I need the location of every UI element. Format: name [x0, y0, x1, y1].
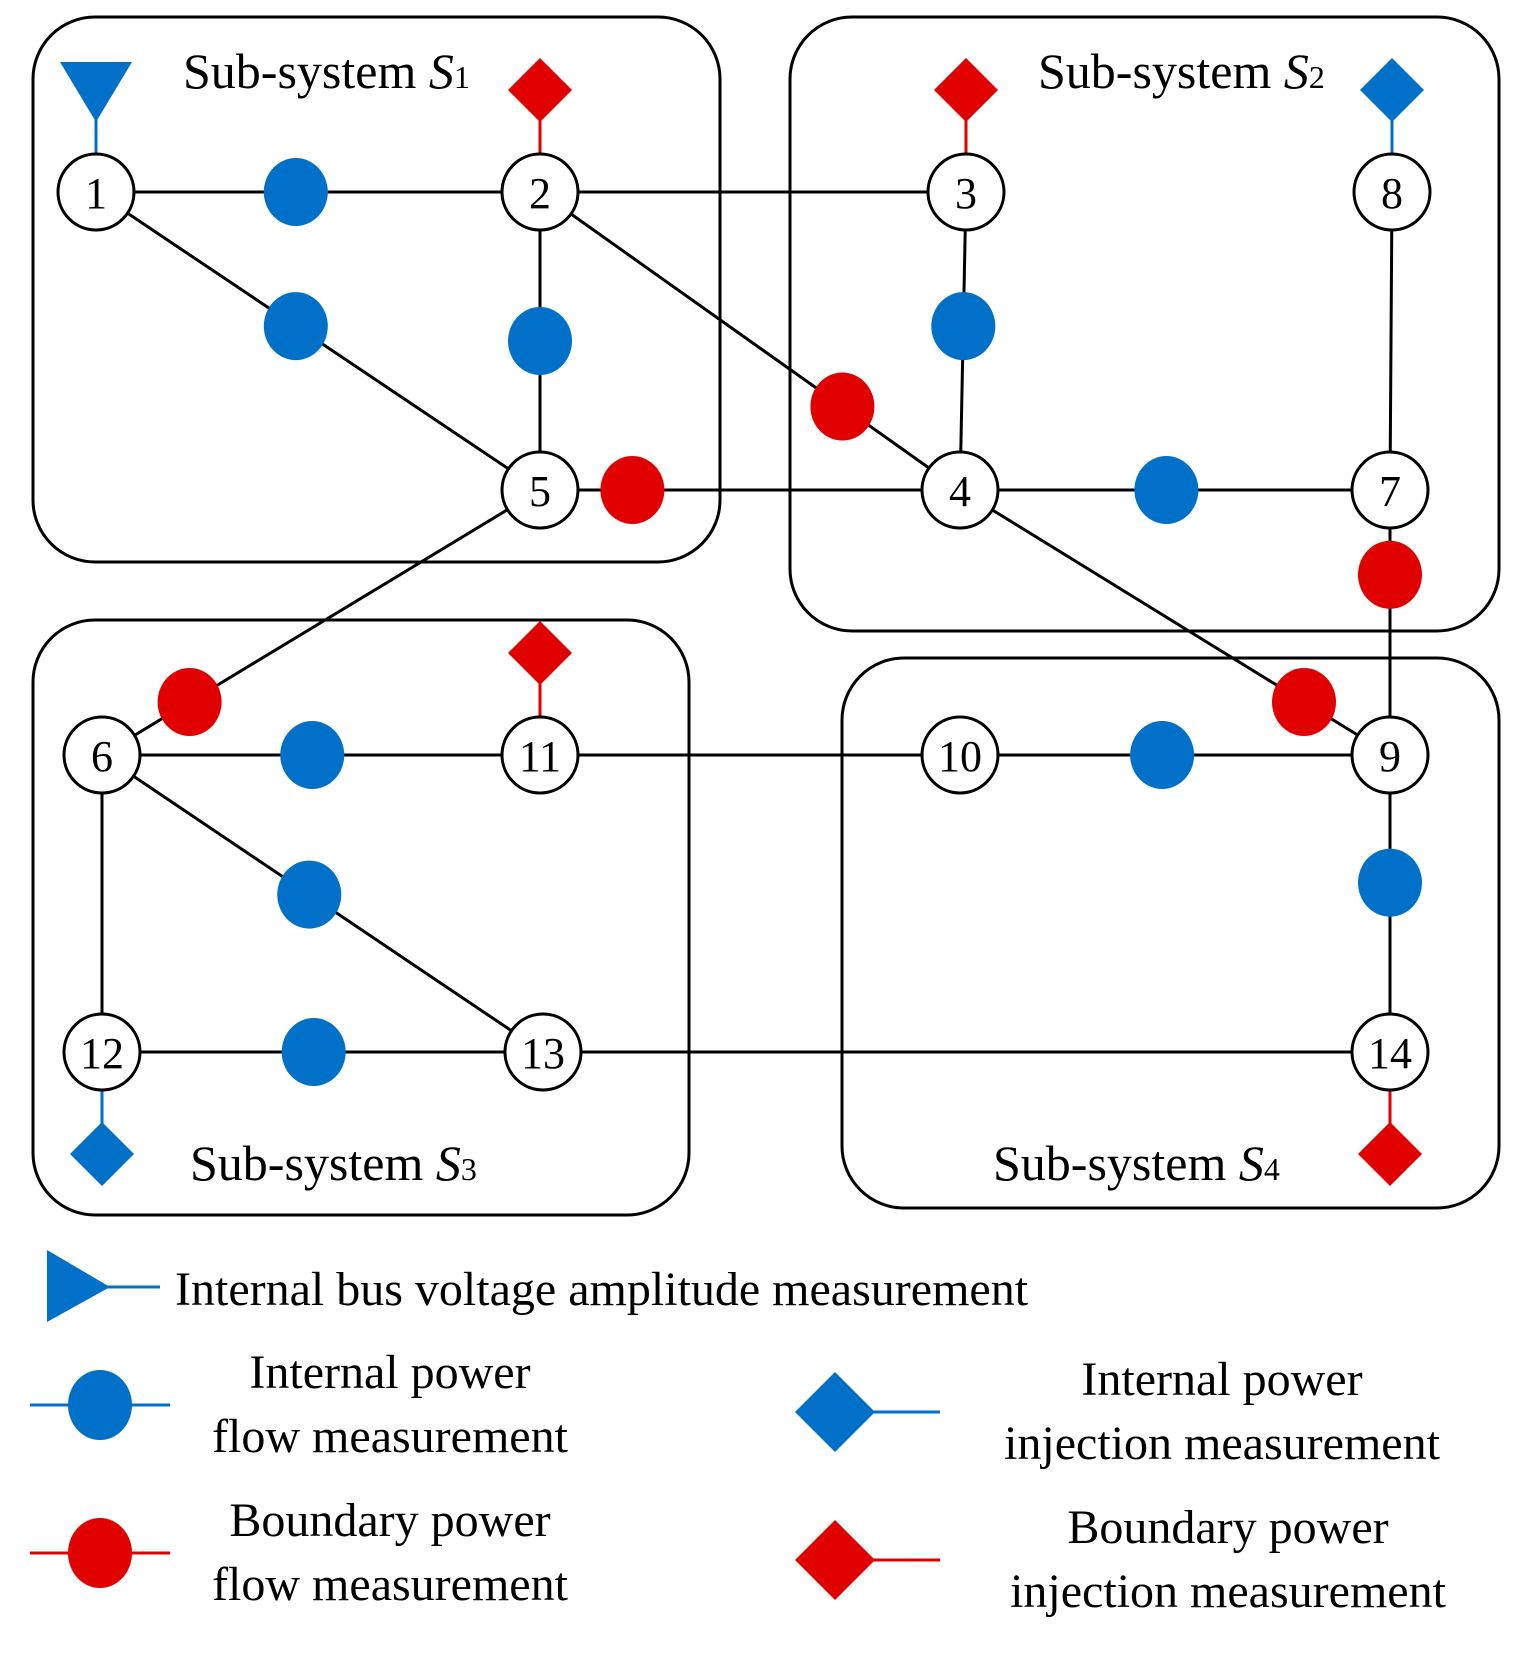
internal-flow-marker-9-14 [1358, 848, 1422, 917]
bus-circle-10 [920, 715, 1000, 795]
bus-10: 10 [920, 715, 1000, 795]
bus-label-13: 13 [521, 1029, 565, 1078]
bus-circle-8 [1352, 152, 1432, 232]
bus-circle-9 [1350, 715, 1430, 795]
subsystem-boxes [31, 15, 1501, 1217]
bus-3: 3 [926, 152, 1006, 232]
internal-flow-marker-1-5 [263, 292, 328, 361]
legend-boundary-flow-circle-icon [68, 1518, 132, 1588]
bus-9: 9 [1350, 715, 1430, 795]
subsystem-box-s4 [840, 656, 1501, 1210]
bus-circle-7 [1350, 450, 1430, 530]
subsystem-title-s3: Sub-system S3 [190, 1135, 477, 1191]
bus-label-7: 7 [1379, 467, 1401, 516]
bus-13: 13 [503, 1012, 583, 1092]
voltage-triangle-icon-1 [60, 62, 132, 122]
legend-boundary-injection-label-2: injection measurement [1010, 1565, 1447, 1618]
bus-circle-12 [62, 1012, 142, 1092]
bus-circle-4 [920, 450, 1000, 530]
bus-11: 11 [500, 715, 580, 795]
injection-markers [60, 58, 1424, 1186]
boundary-injection-diamond-icon-14 [1358, 1122, 1422, 1186]
internal-injection-diamond-icon-8 [1360, 58, 1424, 122]
subsystem-title-s4: Sub-system S4 [993, 1135, 1280, 1191]
bus-label-12: 12 [80, 1029, 124, 1078]
internal-injection-diamond-icon-12 [70, 1122, 134, 1186]
branch-8-7 [1388, 191, 1394, 491]
subsystem-box-s3 [31, 618, 691, 1217]
boundary-injection-diamond-icon-3 [934, 58, 998, 122]
boundary-flow-marker-7-9 [1358, 540, 1422, 609]
boundary-injection-diamond-icon-2 [508, 58, 572, 122]
legend-boundary-flow-label-1: Boundary power [229, 1494, 550, 1547]
legend-voltage-triangle-icon [47, 1250, 110, 1322]
internal-flow-marker-10-9 [1130, 721, 1195, 789]
subsystem-box-s1 [31, 15, 722, 564]
bus-label-8: 8 [1381, 169, 1403, 218]
legend-internal-injection-label-2: injection measurement [1004, 1417, 1441, 1470]
bus-circle-5 [500, 450, 580, 530]
bus-5: 5 [500, 450, 580, 530]
boundary-injection-diamond-icon-11 [508, 621, 572, 685]
legend-internal-flow-label-1: Internal power [249, 1346, 530, 1399]
bus-circle-3 [926, 152, 1006, 232]
bus-circle-2 [500, 152, 580, 232]
legend-boundary-flow-label-2: flow measurement [212, 1558, 569, 1611]
bus-label-6: 6 [91, 732, 113, 781]
bus-label-3: 3 [955, 169, 977, 218]
bus-label-11: 11 [519, 732, 561, 781]
bus-label-2: 2 [529, 169, 551, 218]
bus-circle-14 [1350, 1012, 1430, 1092]
bus-1: 1 [56, 152, 136, 232]
bus-label-4: 4 [949, 467, 971, 516]
bus-2: 2 [500, 152, 580, 232]
legend-boundary-injection-label-1: Boundary power [1067, 1501, 1388, 1554]
bus-circle-1 [56, 152, 136, 232]
bus-12: 12 [62, 1012, 142, 1092]
bus-4: 4 [920, 450, 1000, 530]
bus-6: 6 [62, 715, 142, 795]
subsystem-box-s2 [788, 15, 1501, 633]
bus-14: 14 [1350, 1012, 1430, 1092]
internal-flow-marker-2-5 [508, 307, 572, 375]
boundary-flow-marker-5-4 [600, 456, 665, 524]
bus-circle-13 [503, 1012, 583, 1092]
legend-internal-injection-label-1: Internal power [1081, 1353, 1362, 1406]
bus-label-5: 5 [529, 467, 551, 516]
legend-voltage-label: Internal bus voltage amplitude measureme… [175, 1263, 1029, 1316]
legend-boundary-injection-diamond-icon [795, 1520, 875, 1600]
legend-internal-injection-diamond-icon [795, 1372, 875, 1452]
branch-2-4 [539, 190, 961, 492]
bus-label-9: 9 [1379, 732, 1401, 781]
boundary-flow-marker-4-9 [1272, 668, 1336, 736]
bus-8: 8 [1352, 152, 1432, 232]
flow-markers [157, 158, 1422, 1086]
internal-flow-marker-6-13 [277, 860, 342, 929]
boundary-flow-marker-2-4 [810, 372, 875, 441]
internal-flow-marker-4-7 [1134, 456, 1199, 524]
measurement-stems [94, 90, 1394, 1154]
boundary-flow-marker-5-6 [157, 668, 222, 736]
internal-flow-marker-1-2 [263, 158, 328, 226]
bus-label-10: 10 [938, 732, 982, 781]
bus-7: 7 [1350, 450, 1430, 530]
bus-label-1: 1 [85, 169, 107, 218]
subsystem-title-s2: Sub-system S2 [1038, 43, 1325, 99]
legend: Internal bus voltage amplitude measureme… [30, 1250, 1447, 1618]
internal-flow-marker-6-11 [280, 721, 345, 789]
bus-circle-11 [500, 715, 580, 795]
bus-label-14: 14 [1368, 1029, 1412, 1078]
legend-internal-flow-label-2: flow measurement [212, 1410, 569, 1463]
subsystem-title-s1: Sub-system S1 [183, 43, 470, 99]
internal-flow-marker-12-13 [281, 1018, 346, 1086]
bus-circle-6 [62, 715, 142, 795]
internal-flow-marker-3-4 [931, 292, 996, 361]
legend-internal-flow-circle-icon [68, 1370, 132, 1440]
